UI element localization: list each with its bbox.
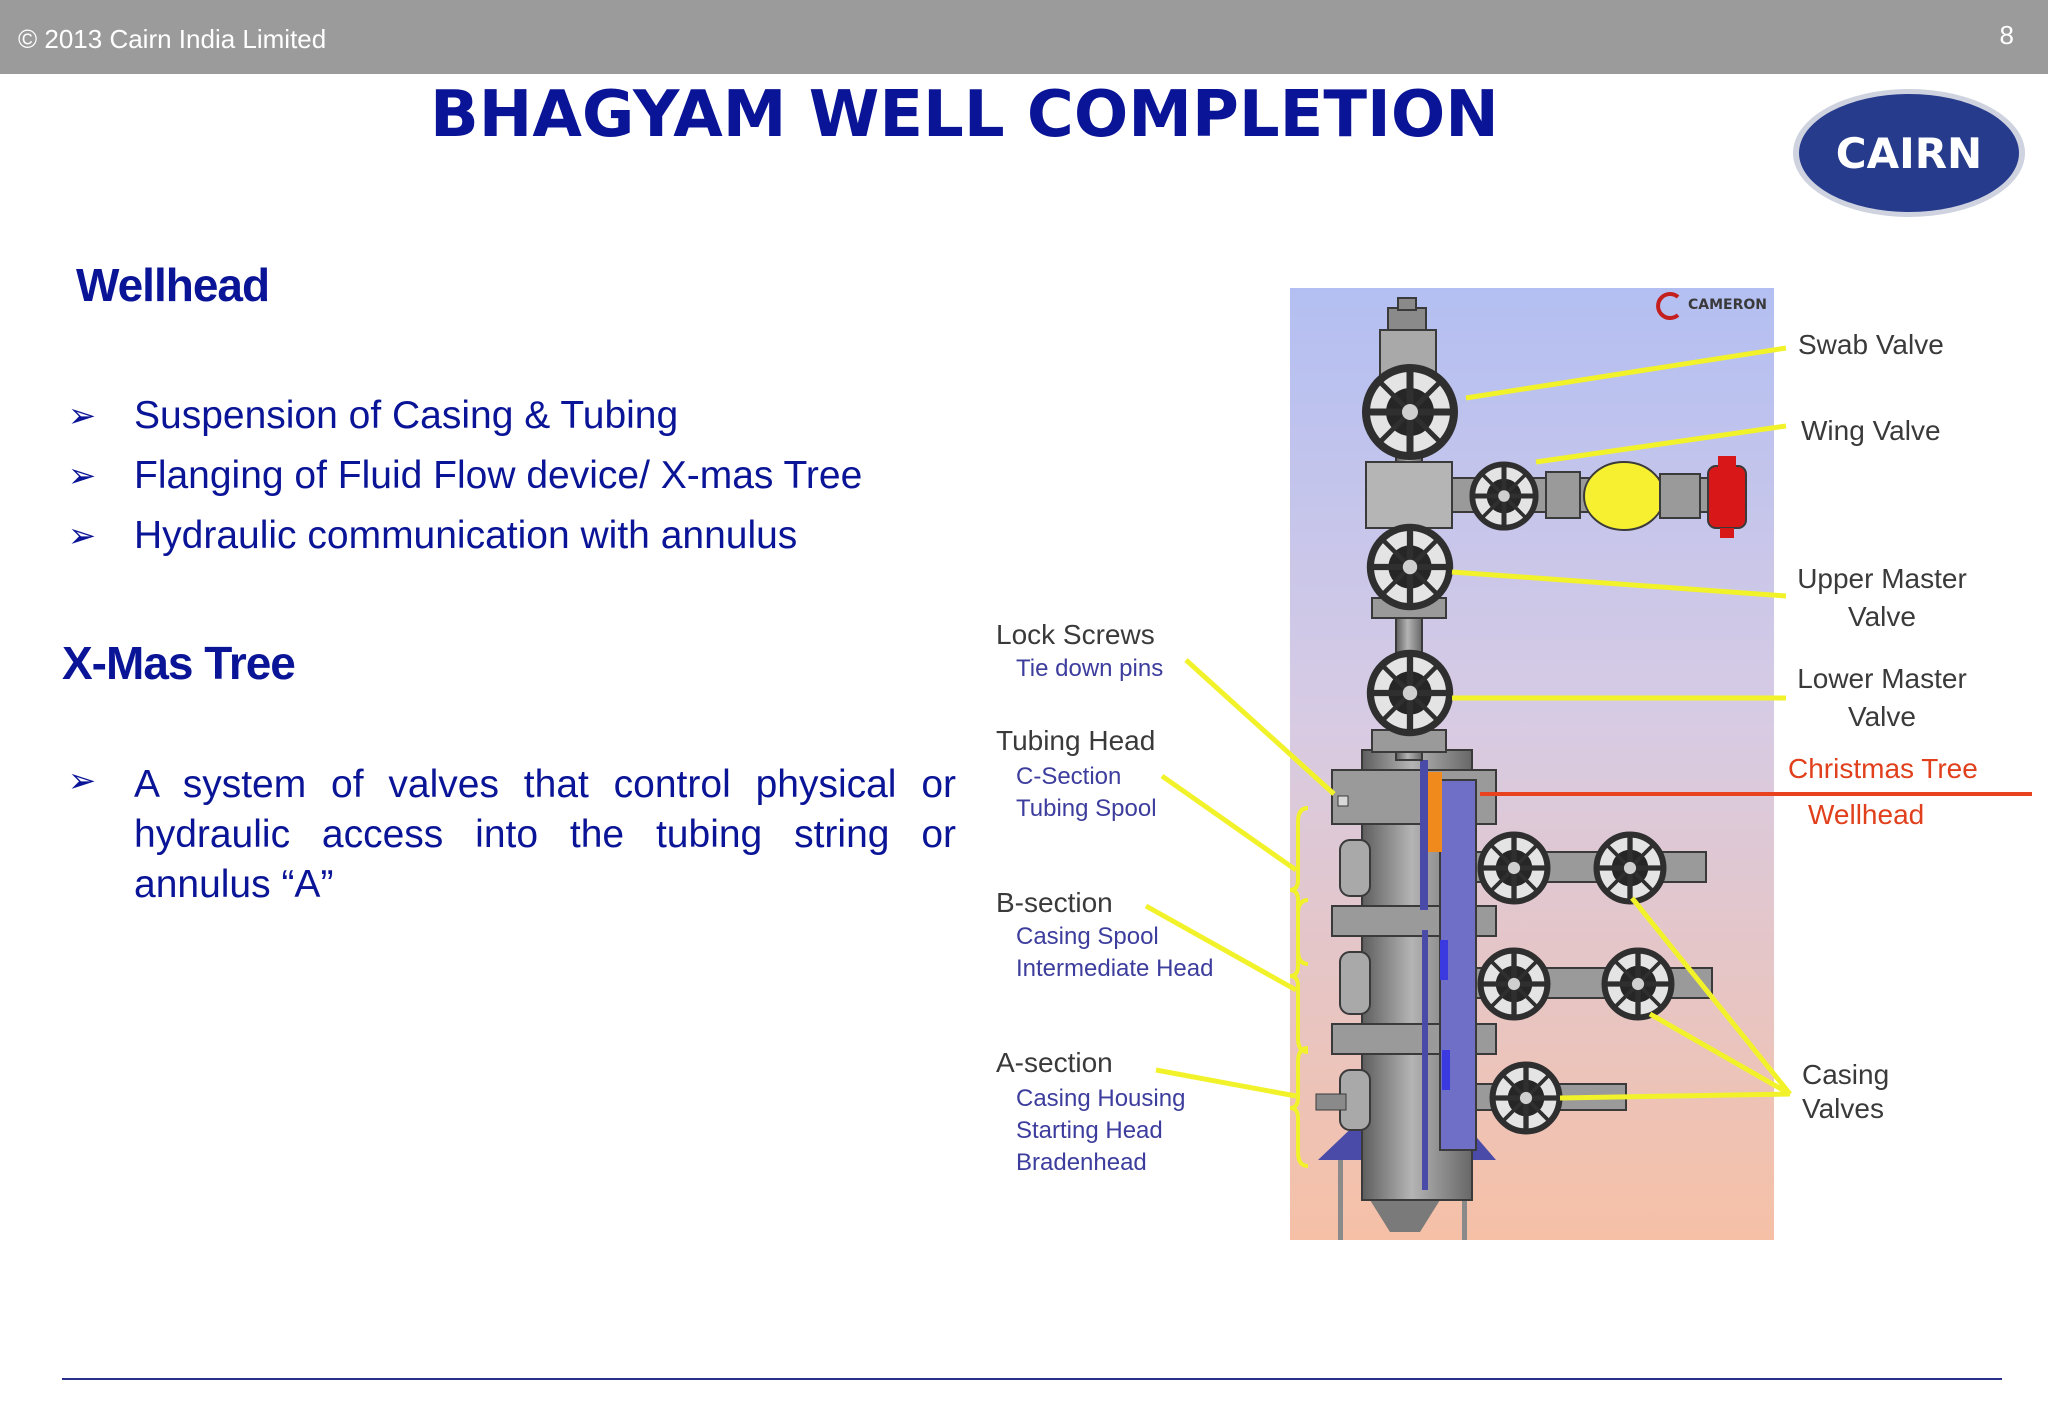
lock-screws-label: Lock Screws xyxy=(996,619,1155,650)
upper-master-label-1: Upper Master xyxy=(1797,563,1967,594)
arrow-bullet-icon: ➢ xyxy=(67,761,97,801)
wellhead-label: Wellhead xyxy=(1808,799,1924,830)
xmas-tree-description: A system of valves that control physical… xyxy=(134,763,956,906)
tubing-head-label: Tubing Head xyxy=(996,725,1155,756)
casing-valves-label-1: Casing xyxy=(1802,1059,1889,1090)
cameron-brand-text: CAMERON xyxy=(1688,297,1767,313)
arrow-bullet-icon: ➢ xyxy=(67,456,97,496)
cairn-logo: CAIRN xyxy=(1793,89,2025,217)
bradenhead-label: Bradenhead xyxy=(1016,1149,1147,1176)
page-number: 8 xyxy=(1999,20,2014,50)
footer-divider xyxy=(62,1378,2002,1380)
xmas-tree-heading: X-Mas Tree xyxy=(62,637,296,689)
cameron-logo: CAMERON xyxy=(1656,292,1767,320)
tie-down-pins-label: Tie down pins xyxy=(1016,655,1163,682)
casing-valves-label-2: Valves xyxy=(1802,1093,1884,1124)
list-item: ➢Hydraulic communication with annulus xyxy=(64,506,862,566)
arrow-bullet-icon: ➢ xyxy=(67,516,97,556)
slide-title: BHAGYAM WELL COMPLETION xyxy=(430,78,1499,152)
swab-valve-icon xyxy=(1366,368,1454,456)
section-brackets xyxy=(1289,806,1309,1168)
christmas-tree-label: Christmas Tree xyxy=(1788,753,1978,784)
pointer-lines xyxy=(1144,345,1792,1101)
wellhead-bullet-list: ➢Suspension of Casing & Tubing ➢Flanging… xyxy=(64,386,863,566)
arrow-bullet-icon: ➢ xyxy=(67,396,97,436)
lower-master-label-2: Valve xyxy=(1848,701,1916,732)
wing-valve-label: Wing Valve xyxy=(1801,415,1941,446)
xmas-tree-stack xyxy=(1366,297,1454,761)
choke-icon xyxy=(1583,461,1665,531)
intermediate-head-label: Intermediate Head xyxy=(1016,955,1213,982)
list-item: ➢Suspension of Casing & Tubing xyxy=(64,386,862,446)
casing-valve-icon xyxy=(1597,835,1664,902)
logo-text: CAIRN xyxy=(1836,129,1982,178)
lower-master-label-1: Lower Master xyxy=(1797,663,1967,694)
casing-housing-label: Casing Housing xyxy=(1016,1085,1185,1112)
swab-valve-label: Swab Valve xyxy=(1798,329,1944,360)
a-section-label: A-section xyxy=(996,1047,1113,1078)
casing-spool-label: Casing Spool xyxy=(1016,923,1159,950)
header-bar: © 2013 Cairn India Limited 8 xyxy=(0,0,2048,74)
wellhead-diagram: CAMERON xyxy=(996,288,2032,1240)
copyright-text: © 2013 Cairn India Limited xyxy=(18,24,327,54)
actuator-icon xyxy=(1707,465,1747,529)
upper-master-valve-icon xyxy=(1370,527,1449,606)
starting-head-label: Starting Head xyxy=(1016,1117,1163,1144)
lower-master-valve-icon xyxy=(1370,653,1449,732)
casing-valve-icon xyxy=(1605,951,1672,1018)
casing-valve-icon xyxy=(1493,1065,1560,1132)
wing-valve-icon xyxy=(1472,464,1535,527)
b-section-label: B-section xyxy=(996,887,1113,918)
casing-valve-icon xyxy=(1481,835,1548,902)
list-item: ➢Flanging of Fluid Flow device/ X-mas Tr… xyxy=(64,446,863,506)
tubing-spool-label: Tubing Spool xyxy=(1016,795,1157,822)
c-section-label: C-Section xyxy=(1016,763,1121,790)
casing-valve-icon xyxy=(1481,951,1548,1018)
wellhead-heading: Wellhead xyxy=(76,259,270,311)
wellhead-spools xyxy=(1315,749,1497,1201)
xmas-tree-bullet: ➢ A system of valves that control physic… xyxy=(64,760,956,910)
wing-valve-assembly xyxy=(1451,456,1747,538)
upper-master-label-2: Valve xyxy=(1848,601,1916,632)
